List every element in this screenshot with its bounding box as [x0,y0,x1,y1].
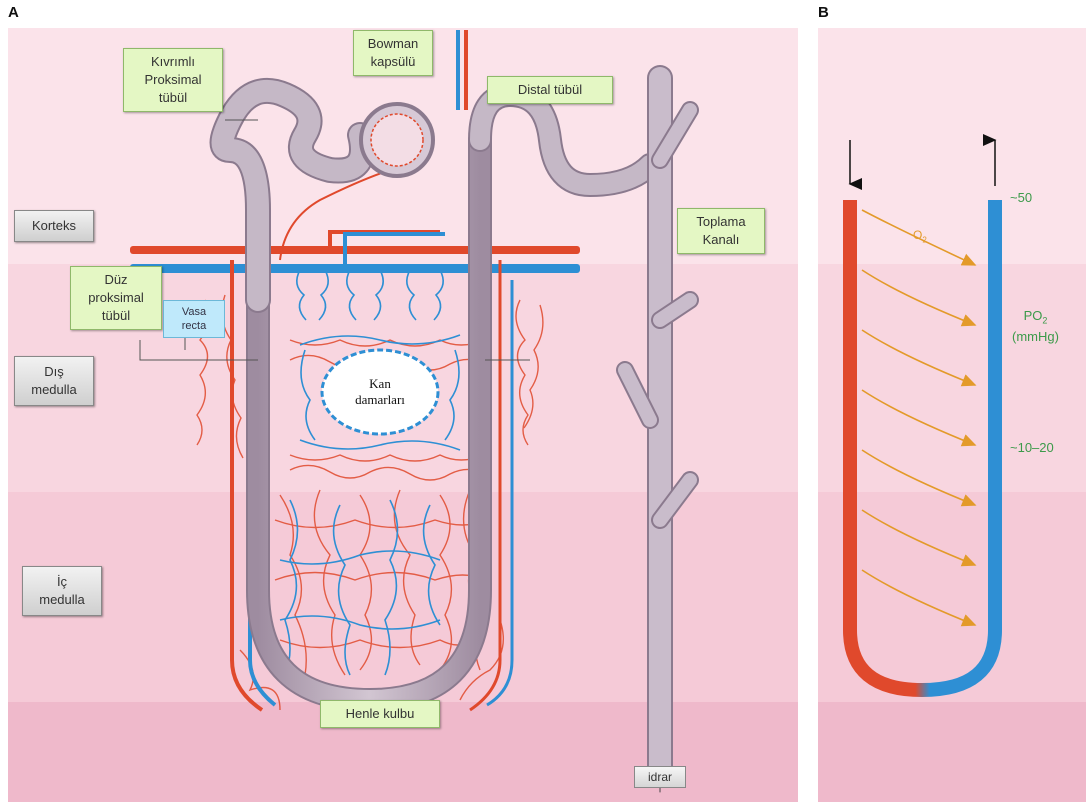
label-kivrimli-proksimal: Kıvrımlı Proksimal tübül [123,48,223,112]
label-henle: Henle kulbu [320,700,440,728]
po2-label-subscript: 2 [1042,316,1047,326]
po2-mid-value: ~10–20 [1010,440,1054,455]
label-bowman: Bowman kapsülü [353,30,433,76]
label-korteks: Korteks [14,210,94,242]
label-dis-medulla: Dış medulla [14,356,94,406]
o2-label-text: O [913,228,922,242]
po2-label-text: PO [1024,308,1043,323]
po2-unit: (mmHg) [1012,329,1059,344]
label-duz-proksimal: Düz proksimal tübül [70,266,162,330]
label-distal: Distal tübül [487,76,613,104]
label-idrar: idrar [634,766,686,788]
o2-diffusion-arrows [862,210,975,625]
label-ic-medulla: İç medulla [22,566,102,616]
po2-top-value: ~50 [1010,190,1032,205]
o2-label: O2 [913,228,927,244]
o2-label-subscript: 2 [922,235,926,244]
label-kan-damarlari: Kan damarları [340,376,420,408]
bowman-capsule [361,104,433,176]
label-vasa-recta: Vasa recta [163,300,225,338]
countercurrent-diagram [850,140,995,690]
po2-label: PO2 (mmHg) [1012,308,1059,345]
label-toplama: Toplama Kanalı [677,208,765,254]
